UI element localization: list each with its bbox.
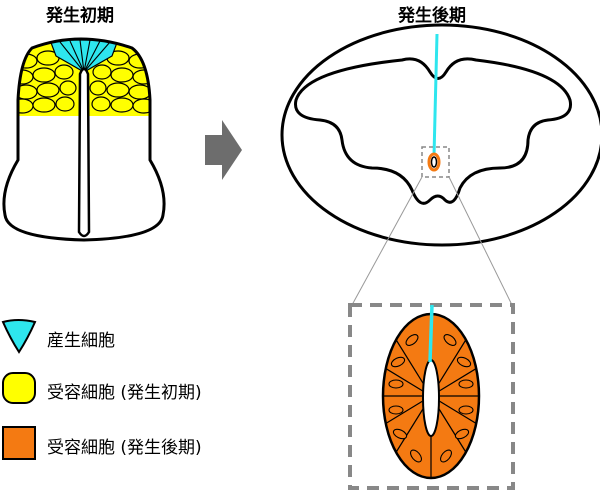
late-receiver-legend-icon [2, 426, 36, 460]
late-producer-fiber [432, 33, 439, 157]
early-central-canal [77, 67, 91, 238]
early-neural-tube [2, 37, 166, 242]
early-receiver-legend-icon [2, 372, 36, 404]
legend-producer-label: 産生細胞 [47, 331, 115, 351]
magnified-producer-fiber [428, 304, 434, 363]
late-stage-title: 発生後期 [398, 6, 466, 26]
legend-late-receiver-label: 受容細胞 (発生後期) [47, 438, 202, 458]
zoom-line-left [351, 176, 423, 306]
zoom-line-right [448, 176, 513, 306]
early-stage-title: 発生初期 [46, 6, 114, 26]
zoom-source-box [421, 146, 450, 178]
right-arrow-icon [205, 120, 242, 180]
legend-early-receiver-label: 受容細胞 (発生初期) [47, 383, 202, 403]
producer-cell-legend-icon [1, 319, 37, 354]
magnified-central-canal [348, 303, 515, 490]
canal-lumen [422, 359, 440, 437]
late-spinal-cord [280, 23, 600, 247]
late-gray-matter [294, 57, 573, 205]
